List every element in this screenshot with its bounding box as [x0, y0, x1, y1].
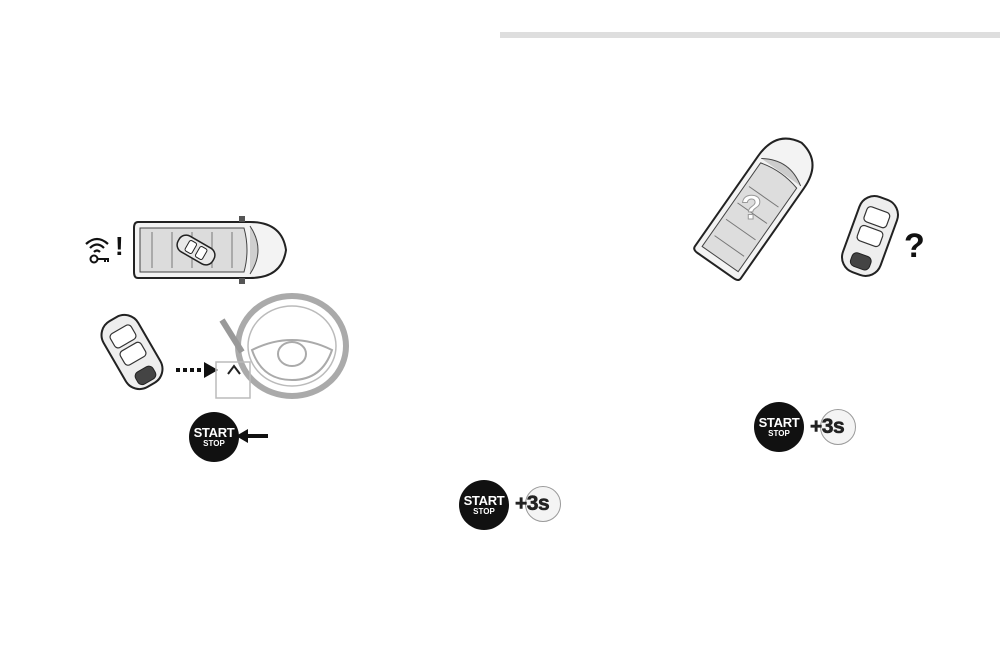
van-diagonal-view [693, 137, 814, 281]
timer-icon [525, 486, 561, 522]
question-mark-car: ? [741, 189, 763, 227]
start-stop-button[interactable]: START STOP [189, 412, 239, 462]
key-signal-icon [85, 237, 109, 264]
timer-label: +3s [515, 492, 550, 515]
timer-icon-right [820, 409, 856, 445]
timer-label-right: +3s [810, 415, 845, 438]
header-rule [500, 32, 1000, 38]
dashed-arrow-icon [176, 362, 218, 378]
warning-mark: ! [115, 231, 124, 261]
steering-wheel [215, 293, 349, 399]
question-mark-key: ? [904, 227, 925, 265]
arrow-left-icon [236, 429, 268, 443]
start-stop-button-mid[interactable]: START STOP [459, 480, 509, 530]
key-fob-unknown [841, 195, 899, 277]
key-fob [100, 313, 164, 391]
start-stop-button-right[interactable]: START STOP [754, 402, 804, 452]
van-top-view [133, 216, 288, 284]
